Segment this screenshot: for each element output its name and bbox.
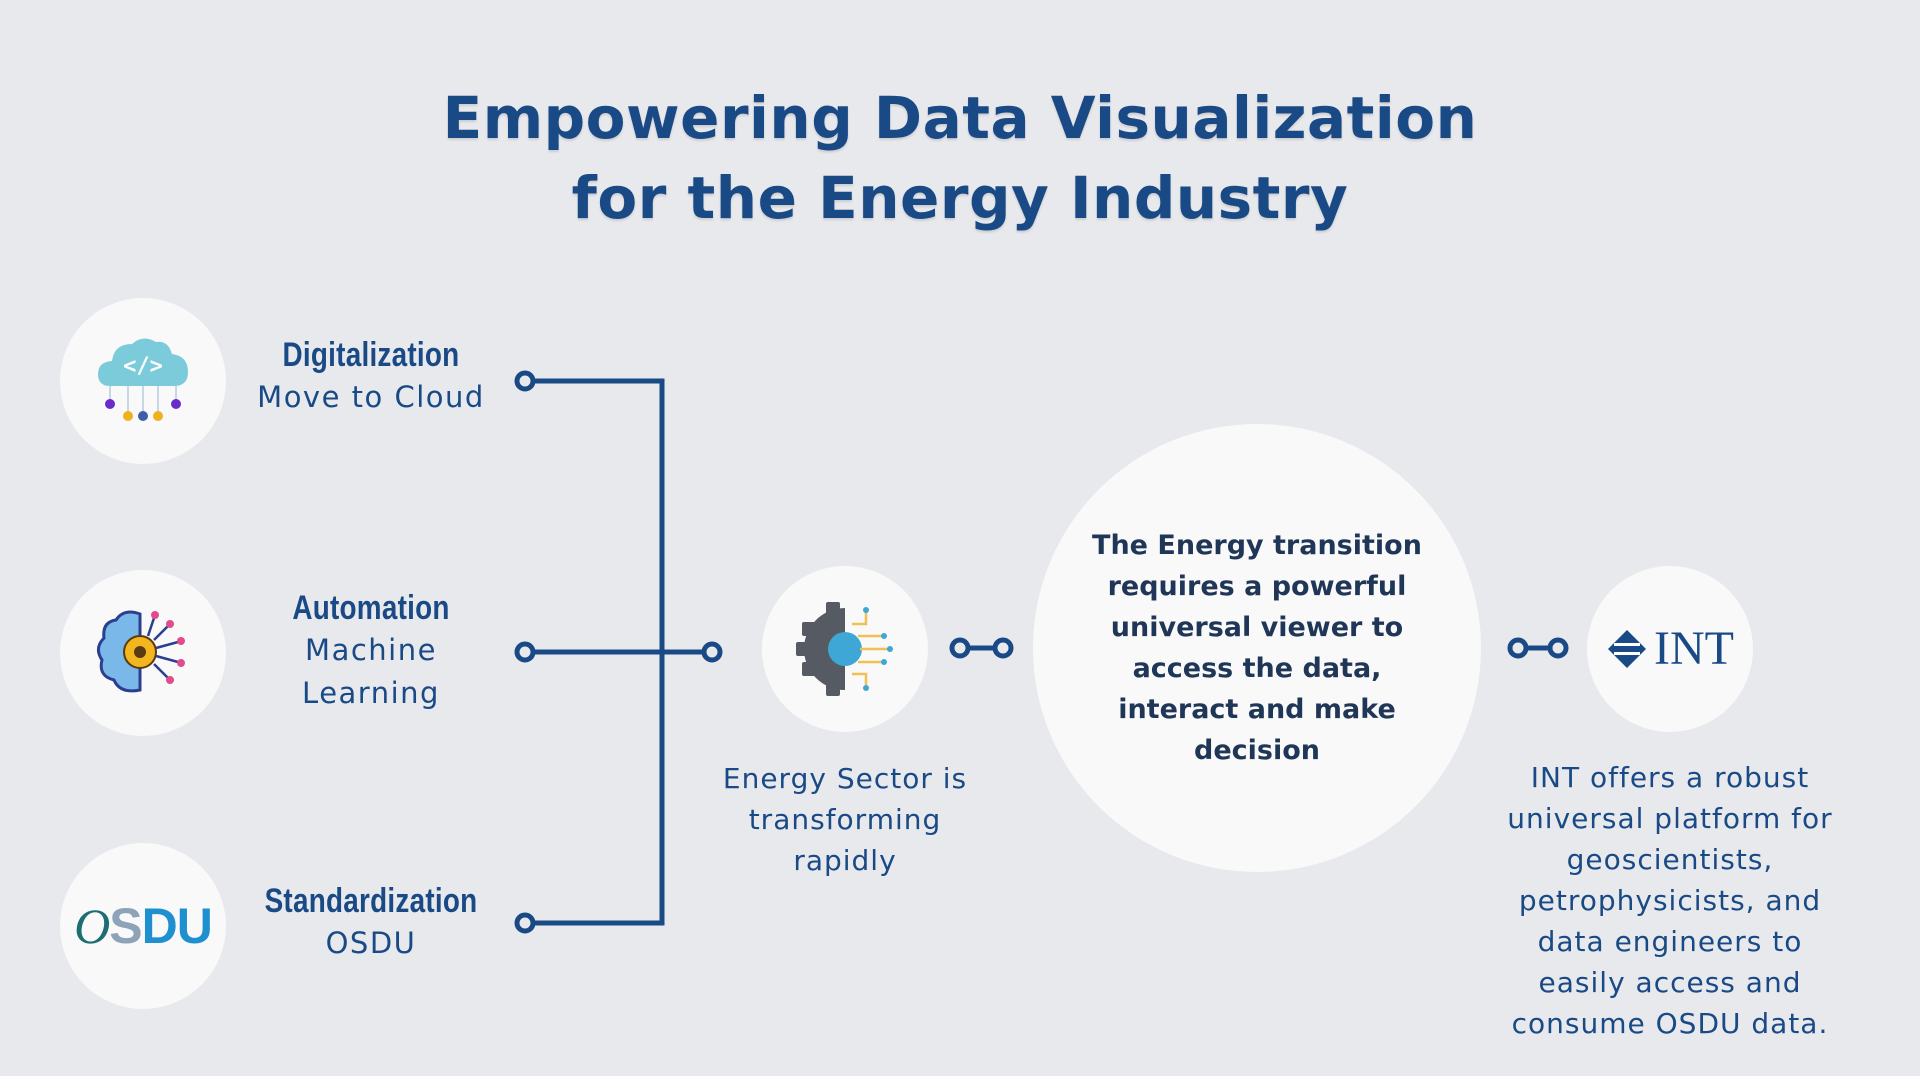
caption-line: geoscientists, (1566, 843, 1774, 876)
transition-line: requires a powerful (1107, 571, 1407, 602)
svg-text:</>: </> (123, 354, 163, 379)
int-caption: INT offers a robust universal platform f… (1480, 757, 1860, 1044)
osdu-logo-circle: OSDU (60, 843, 226, 1009)
node-standardization (514, 912, 536, 934)
brain-gear-icon-circle (60, 570, 226, 736)
category-digitalization: Digitalization Move to Cloud (221, 334, 521, 419)
int-logo-circle: INT (1587, 566, 1753, 732)
node-digitalization (514, 370, 536, 392)
osdu-logo-s: S (109, 898, 142, 954)
cloud-code-icon-circle: </> (60, 298, 226, 464)
category-standardization: Standardization OSDU (221, 880, 521, 965)
int-logo-text: INT (1654, 622, 1734, 675)
title-line-2: for the Energy Industry (571, 164, 1349, 232)
transition-line: interact and make (1118, 694, 1396, 725)
node-transition-in (992, 637, 1014, 659)
int-logo: INT (1606, 625, 1734, 673)
caption-line: Energy Sector is (722, 762, 968, 795)
node-middle-end (701, 641, 723, 663)
gear-circuit-icon (796, 602, 893, 696)
osdu-logo-o: O (74, 898, 110, 954)
node-int-in (1547, 637, 1569, 659)
category-heading: Standardization (264, 882, 478, 920)
node-automation (514, 641, 536, 663)
caption-line: consume OSDU data. (1511, 1007, 1829, 1040)
caption-line: INT offers a robust (1530, 761, 1810, 794)
page-title: Empowering Data Visualization for the En… (0, 78, 1920, 238)
category-heading: Digitalization (282, 336, 460, 374)
caption-line: transforming (748, 803, 942, 836)
energy-sector-caption: Energy Sector is transforming rapidly (695, 758, 995, 881)
energy-transition-circle: The Energy transition requires a powerfu… (1033, 424, 1481, 872)
energy-transition-text: The Energy transition requires a powerfu… (1067, 525, 1447, 771)
category-sub: OSDU (325, 926, 417, 960)
node-transition-out (1507, 637, 1529, 659)
transition-line: universal viewer to (1110, 612, 1404, 643)
category-automation: Automation Machine Learning (221, 587, 521, 715)
caption-line: universal platform for (1507, 802, 1833, 835)
title-line-1: Empowering Data Visualization (442, 84, 1478, 152)
caption-line: data engineers to (1537, 925, 1803, 958)
int-logo-mark-icon (1608, 630, 1647, 668)
transition-line: access the data, (1132, 653, 1382, 684)
gear-circuit-icon-circle (762, 566, 928, 732)
caption-line: petrophysicists, and (1518, 884, 1822, 917)
cloud-code-icon: </> (98, 338, 188, 421)
brain-gear-icon (97, 610, 185, 693)
category-sub: Learning (302, 676, 440, 710)
transition-line: The Energy transition (1092, 530, 1422, 561)
caption-line: easily access and (1538, 966, 1802, 999)
category-sub: Move to Cloud (257, 380, 485, 414)
category-sub: Machine (305, 633, 437, 667)
osdu-logo-du: DU (141, 898, 213, 954)
category-heading: Automation (292, 589, 450, 627)
node-sector-out (949, 637, 971, 659)
caption-line: rapidly (793, 844, 897, 877)
transition-line: decision (1194, 735, 1320, 766)
osdu-logo: OSDU (74, 898, 213, 954)
